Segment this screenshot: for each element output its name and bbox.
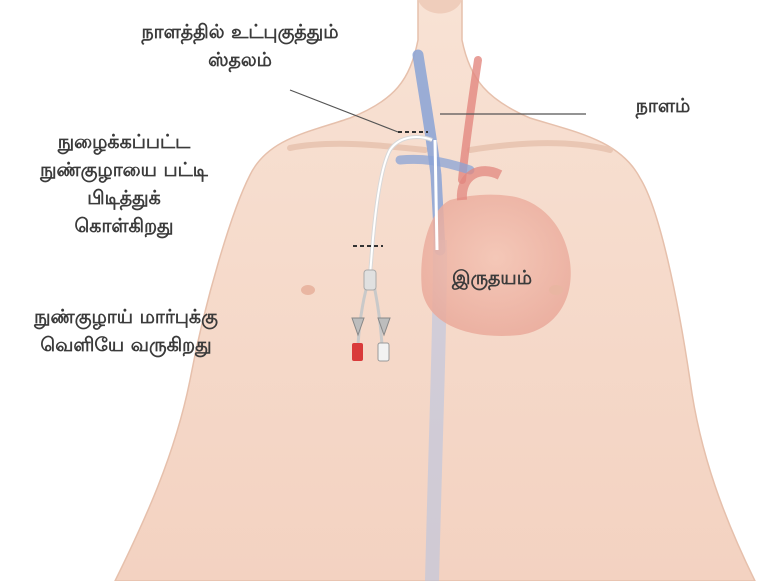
left-nipple [301, 285, 315, 295]
vein-label: நாளம் [618, 92, 708, 120]
heart-label-text: இருதயம் [432, 264, 552, 292]
insertion-site-line-2: ஸ்தலம் [95, 46, 385, 74]
cuff-label: நுழைக்கப்பட்ட நுண்குழாயை பட்டி பிடித்துக… [10, 128, 238, 240]
catheter-exit-line-2: வெளியே வருகிறது [4, 331, 248, 359]
cuff-line-4: கொள்கிறது [10, 212, 238, 240]
cap-white [378, 343, 389, 361]
heart-label: இருதயம் [432, 264, 552, 292]
vein-label-text: நாளம் [618, 92, 708, 120]
insertion-site-label: நாளத்தில் உட்புகுத்தும் ஸ்தலம் [95, 18, 385, 74]
cuff-line-1: நுழைக்கப்பட்ட [10, 128, 238, 156]
catheter-in-vein [435, 140, 437, 250]
catheter-exit-line-1: நுண்குழாய் மார்புக்கு [4, 303, 248, 331]
catheter-exit-label: நுண்குழாய் மார்புக்கு வெளியே வருகிறது [4, 303, 248, 359]
catheter-hub [364, 270, 376, 290]
cuff-line-3: பிடித்துக் [10, 184, 238, 212]
cuff-line-2: நுண்குழாயை பட்டி [10, 156, 238, 184]
cap-red [352, 343, 363, 361]
insertion-site-line-1: நாளத்தில் உட்புகுத்தும் [95, 18, 385, 46]
